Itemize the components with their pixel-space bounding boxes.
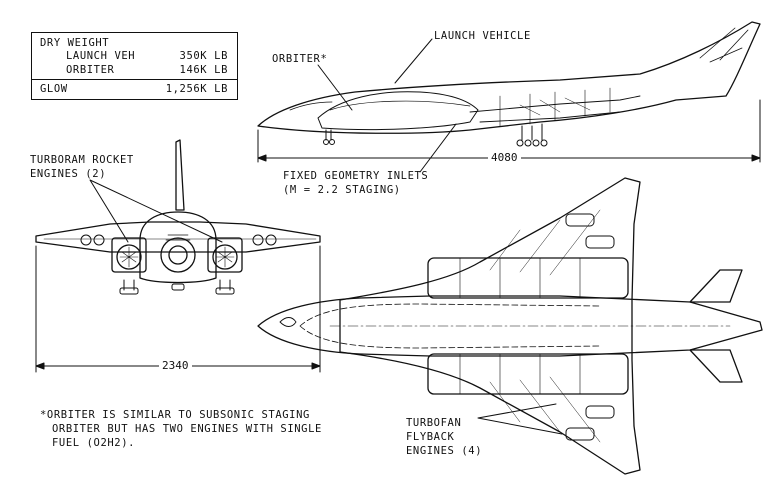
front-view	[35, 139, 321, 373]
turboram-engine-right	[207, 237, 243, 273]
launch-vehicle-label: LAUNCH VEHICLE	[434, 30, 531, 42]
plan-tail	[689, 269, 743, 383]
table-divider	[32, 79, 237, 80]
turboram-label-line2: ENGINES (2)	[30, 168, 107, 180]
plan-fuselage	[257, 295, 763, 357]
leader-inlets	[419, 123, 457, 173]
front-flyback-engines	[80, 234, 277, 246]
inlets-label-line2: (M = 2.2 STAGING)	[283, 184, 401, 196]
plan-nacelles	[427, 257, 629, 395]
orbiter-label: ORBITER*	[272, 53, 328, 65]
front-landing-gear	[119, 279, 235, 295]
plan-orbiter	[299, 303, 601, 349]
leader-turboram	[89, 179, 223, 243]
footnote-line2: ORBITER BUT HAS TWO ENGINES WITH SINGLE	[52, 423, 322, 435]
orbiter-weight-value: 146K LB	[179, 64, 228, 76]
footnote-line3: FUEL (O2H2).	[52, 437, 136, 449]
inlets-label-line1: FIXED GEOMETRY INLETS	[283, 170, 429, 182]
side-orbiter	[317, 91, 479, 131]
orbiter-weight-label: ORBITER	[66, 64, 115, 76]
dry-weight-heading: DRY WEIGHT	[40, 37, 110, 49]
turbofan-label-line1: TURBOFAN	[406, 417, 462, 429]
plan-wing	[339, 177, 641, 475]
glow-label: GLOW	[40, 83, 68, 95]
side-fuselage	[257, 21, 761, 134]
turbofan-label-line3: ENGINES (4)	[406, 445, 483, 457]
side-landing-gear	[323, 123, 548, 147]
dry-weight-table: DRY WEIGHT LAUNCH VEH 350K LB ORBITER 14…	[31, 32, 238, 100]
launch-veh-label: LAUNCH VEH	[66, 50, 136, 62]
front-fin	[175, 139, 185, 211]
turbofan-label-line2: FLYBACK	[406, 431, 455, 443]
plan-view	[257, 177, 763, 475]
glow-value: 1,256K LB	[165, 83, 228, 95]
leader-orbiter	[317, 64, 353, 111]
front-fuselage	[139, 211, 217, 284]
launch-veh-value: 350K LB	[179, 50, 228, 62]
footnote-line1: *ORBITER IS SIMILAR TO SUBSONIC STAGING	[40, 409, 310, 421]
leader-launch-vehicle	[394, 38, 433, 84]
span-dimension-value: 2340	[159, 359, 192, 372]
turboram-engine-left	[111, 237, 147, 273]
turboram-label-line1: TURBORAM ROCKET	[30, 154, 134, 166]
leader-turbofan	[477, 403, 563, 435]
side-view	[257, 21, 761, 173]
plan-flyback-engines	[565, 213, 615, 441]
span-dimension-line	[35, 245, 321, 373]
front-wing	[35, 221, 321, 253]
length-dimension-value: 4080	[488, 151, 521, 164]
